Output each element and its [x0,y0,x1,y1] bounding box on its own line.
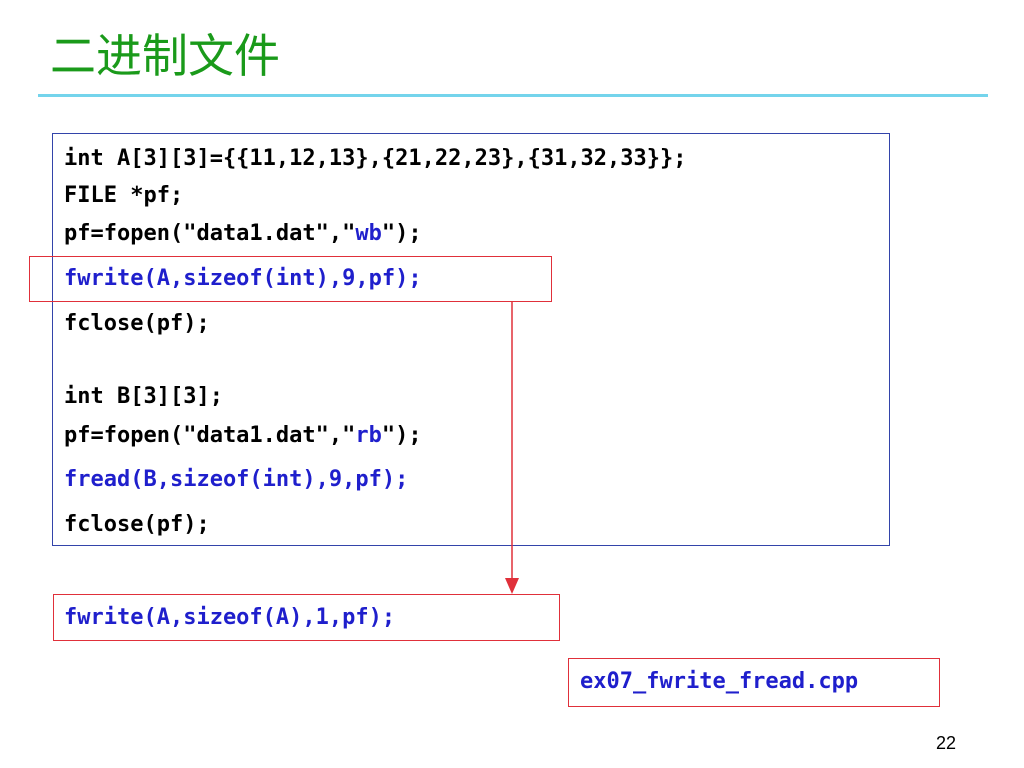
code-mode-rb: rb [355,423,382,448]
code-fopen-write-suffix: "); [381,221,422,246]
source-file-name: ex07_fwrite_fread.cpp [580,669,859,694]
code-line-array-decl: int A[3][3]={{11,12,13},{21,22,23},{31,3… [64,146,687,171]
code-line-fclose-1: fclose(pf); [64,311,210,336]
code-mode-wb: wb [355,221,382,246]
alternative-fwrite-code: fwrite(A,sizeof(A),1,pf); [64,605,396,630]
code-line-file-decl: FILE *pf; [64,183,184,208]
page-number: 22 [936,733,957,753]
title-underline [38,94,988,97]
code-box [52,133,890,546]
code-fopen-read-suffix: "); [381,423,422,448]
arrow-down-icon [505,302,519,594]
code-fopen-read-prefix: pf=fopen("data1.dat"," [64,423,356,448]
code-line-fopen-read: pf=fopen("data1.dat","rb"); [64,422,422,450]
alternative-fwrite-box [53,594,560,641]
code-line-fread: fread(B,sizeof(int),9,pf); [64,467,409,492]
code-line-fopen-write: pf=fopen("data1.dat","wb"); [64,220,422,248]
slide-title: 二进制文件 [50,29,280,83]
code-line-b-decl: int B[3][3]; [64,384,223,409]
code-fopen-write-prefix: pf=fopen("data1.dat"," [64,221,356,246]
code-line-fwrite: fwrite(A,sizeof(int),9,pf); [64,266,422,291]
fwrite-highlight-box [29,256,552,302]
source-file-box [568,658,940,707]
code-line-fclose-2: fclose(pf); [64,512,210,537]
